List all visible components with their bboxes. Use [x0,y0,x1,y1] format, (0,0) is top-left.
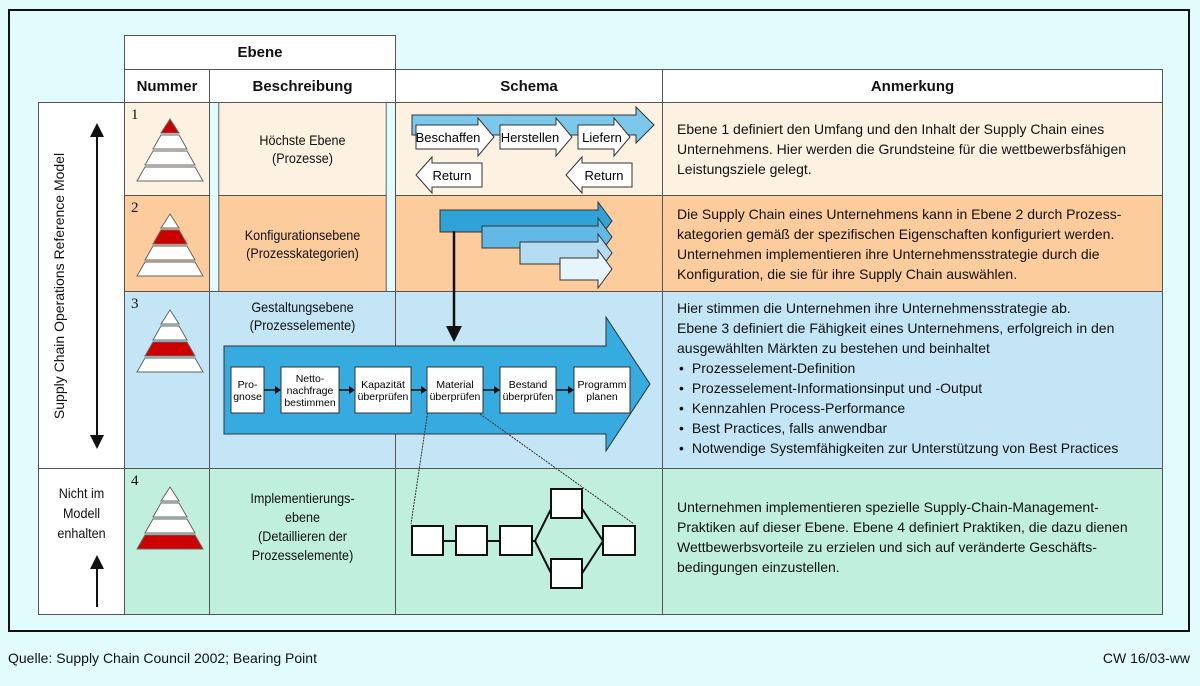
process-arrow-herstellen: Herstellen [499,116,573,158]
pyramid-tier [160,213,180,229]
svg-text:Beschaffen: Beschaffen [416,130,481,145]
network-node [411,525,444,556]
svg-text:Herstellen: Herstellen [501,130,560,145]
pyramid-tier [144,518,196,534]
up-arrow-icon [90,555,104,607]
row1-schema: Beschaffen Herstellen Liefern Return Ret… [395,102,663,196]
row3-description: Gestaltungsebene(Prozesselemente) [209,291,396,469]
row1-description: Höchste Ebene(Prozesse) [218,102,387,196]
row2-number-cell: 2 [124,195,210,292]
process-arrow-liefern: Liefern [577,116,631,158]
pyramid-tier [152,502,188,518]
svg-text:Return: Return [584,168,623,183]
row1-note: Ebene 1 definiert den Umfang und den Inh… [662,102,1163,196]
row4-note: Unternehmen implementieren spezielle Sup… [662,468,1163,615]
pyramid-level-2-icon [136,213,204,277]
network-node [550,558,583,589]
network-node [499,525,533,556]
pyramid-tier [136,357,204,373]
row2-number: 2 [131,200,139,216]
return-arrow-1: Return [415,155,483,195]
header-anmerkung: Anmerkung [662,69,1163,103]
bullet-item: Kennzahlen Process-Performance [677,398,1152,418]
bullet-item: Prozesselement-Informationsinput und -Ou… [677,378,1152,398]
header-schema: Schema [395,69,663,103]
row1-number-cell: 1 [124,102,210,196]
pyramid-tier [136,166,204,182]
row3-number: 3 [131,296,139,312]
row3-schema [395,291,663,469]
bullet-item: Notwendige Systemfähigkeiten zur Unterst… [677,438,1152,458]
not-in-model-label: Nicht im Modell enhalten [57,485,106,541]
row1-number: 1 [131,107,139,123]
pyramid-level-1-icon [136,118,204,182]
bullet-item: Best Practices, falls anwendbar [677,418,1152,438]
diagram-frame [8,9,1190,632]
pyramid-tier [144,245,196,261]
pyramid-tier [152,325,188,341]
level4-network-diagram [411,488,636,589]
header-nummer: Nummer [124,69,210,103]
network-node [455,525,488,556]
code-caption: CW 16/03-ww [1102,650,1190,666]
not-in-model-cell: Nicht im Modell enhalten [38,468,125,615]
scor-label-cell: Supply Chain Operations Reference Model [38,102,125,469]
pyramid-tier [160,486,180,502]
row3-number-cell: 3 [124,291,210,469]
svg-text:Return: Return [432,168,471,183]
network-node [602,525,636,556]
pyramid-level-3-icon [136,309,204,373]
row4-description: Implementierungs-ebene (Detaillieren der… [209,468,396,615]
row4-number-cell: 4 [124,468,210,615]
process-arrow-beschaffen: Beschaffen [415,116,495,158]
return-arrow-2: Return [565,155,633,195]
svg-text:Liefern: Liefern [582,130,622,145]
level2-category-arrows [439,200,613,290]
pyramid-tier [160,309,180,325]
pyramid-level-4-icon [136,486,204,550]
pyramid-tier [144,150,196,166]
level1-process-schema: Beschaffen Herstellen Liefern Return Ret… [411,105,655,195]
double-arrow-icon [90,123,104,449]
row3-note: Hier stimmen die Unternehmen ihre Untern… [662,291,1163,469]
row2-description: Konfigurationsebene(Prozesskategorien) [218,195,387,292]
source-caption: Quelle: Supply Chain Council 2002; Beari… [8,650,317,666]
bullet-item: Prozesselement-Definition [677,358,1152,378]
scor-label: Supply Chain Operations Reference Model [51,152,67,419]
row4-schema [395,468,663,615]
pyramid-tier [152,134,188,150]
pyramid-tier [136,534,204,550]
row4-number: 4 [131,473,139,489]
pyramid-tier [160,118,180,134]
level3-bullets: Prozesselement-Definition Prozesselement… [677,358,1152,458]
header-ebene: Ebene [124,35,396,70]
pyramid-tier [152,229,188,245]
header-beschreibung: Beschreibung [209,69,396,103]
pyramid-tier [144,341,196,357]
network-node [550,488,583,519]
pyramid-tier [136,261,204,277]
row2-note: Die Supply Chain eines Unternehmens kann… [662,195,1163,292]
row2-schema [395,195,663,292]
